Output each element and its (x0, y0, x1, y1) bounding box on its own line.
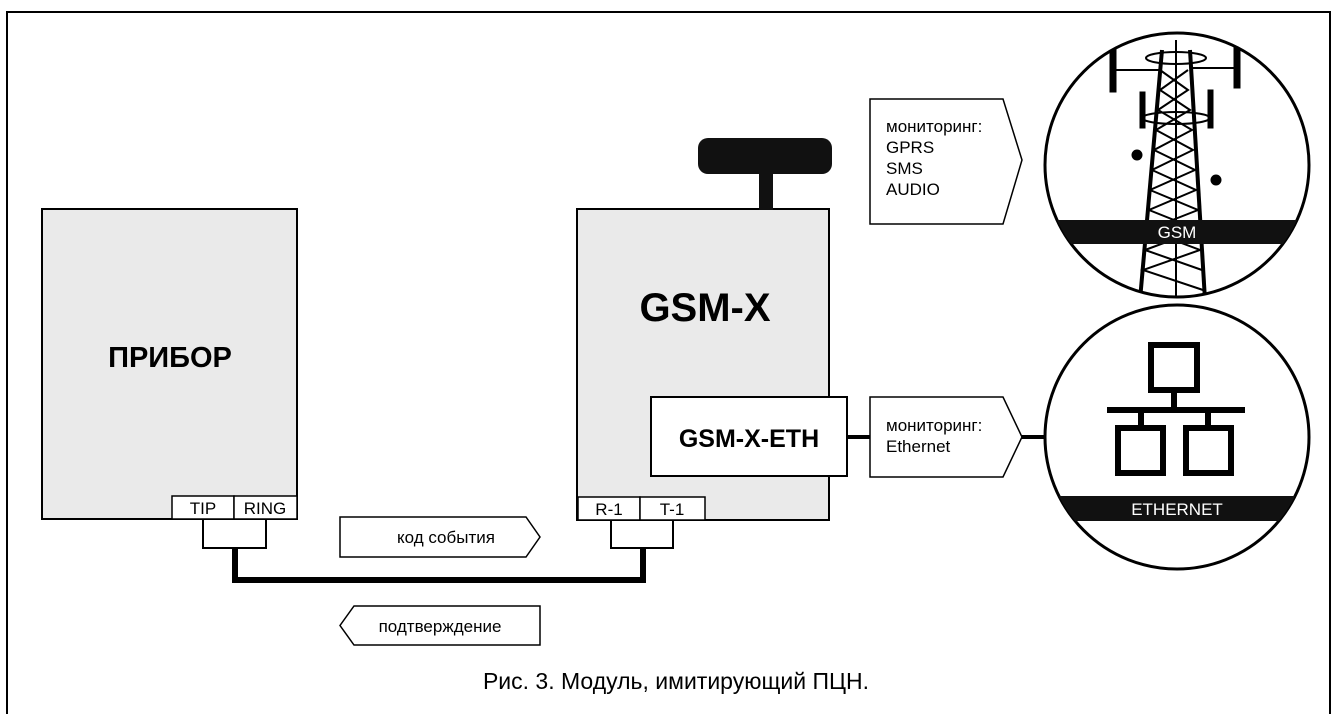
panel-box (41, 208, 298, 520)
ethernet-network: ETHERNET (1043, 303, 1311, 571)
eth-monitoring-line: Ethernet (886, 437, 951, 456)
terminal-tip-label: TIP (190, 499, 216, 518)
ethernet-network-label: ETHERNET (1131, 500, 1223, 519)
cell-tower-icon (1109, 39, 1241, 297)
gsm-x-label: GSM-X (639, 286, 770, 330)
gsm-network: GSM (1043, 31, 1311, 299)
figure-caption: Рис. 3. Модуль, имитирующий ПЦН. (483, 668, 869, 694)
event-code-label: код события (397, 528, 495, 547)
gsm-monitoring-line: SMS (886, 159, 923, 178)
terminal-ring-label: RING (244, 499, 287, 518)
gsm-network-label: GSM (1158, 223, 1197, 242)
terminal-r1-label: R-1 (595, 500, 622, 519)
phone-line (202, 519, 674, 583)
ethernet-band (1045, 496, 1309, 521)
antenna-icon (698, 138, 832, 210)
event-code-arrow (339, 516, 541, 558)
eth-monitoring-callout (869, 396, 1023, 478)
panel-label: ПРИБОР (108, 342, 232, 374)
confirmation-label: подтверждение (379, 617, 502, 636)
gsm-monitoring-line: GPRS (886, 138, 934, 157)
network-topology-icon (1107, 342, 1245, 476)
gsm-x-eth-label: GSM-X-ETH (679, 425, 819, 453)
gsm-monitoring-line: мониторинг: (886, 117, 982, 136)
figure-frame (6, 11, 1331, 714)
terminal-t1-label: T-1 (660, 500, 685, 519)
confirmation-arrow (339, 605, 541, 646)
gsm-monitoring-callout (869, 98, 1023, 225)
eth-monitoring-line: мониторинг: (886, 416, 982, 435)
gsm-monitoring-line: AUDIO (886, 180, 940, 199)
gsm-band (1045, 220, 1309, 244)
gsm-x-eth-box (650, 396, 848, 477)
